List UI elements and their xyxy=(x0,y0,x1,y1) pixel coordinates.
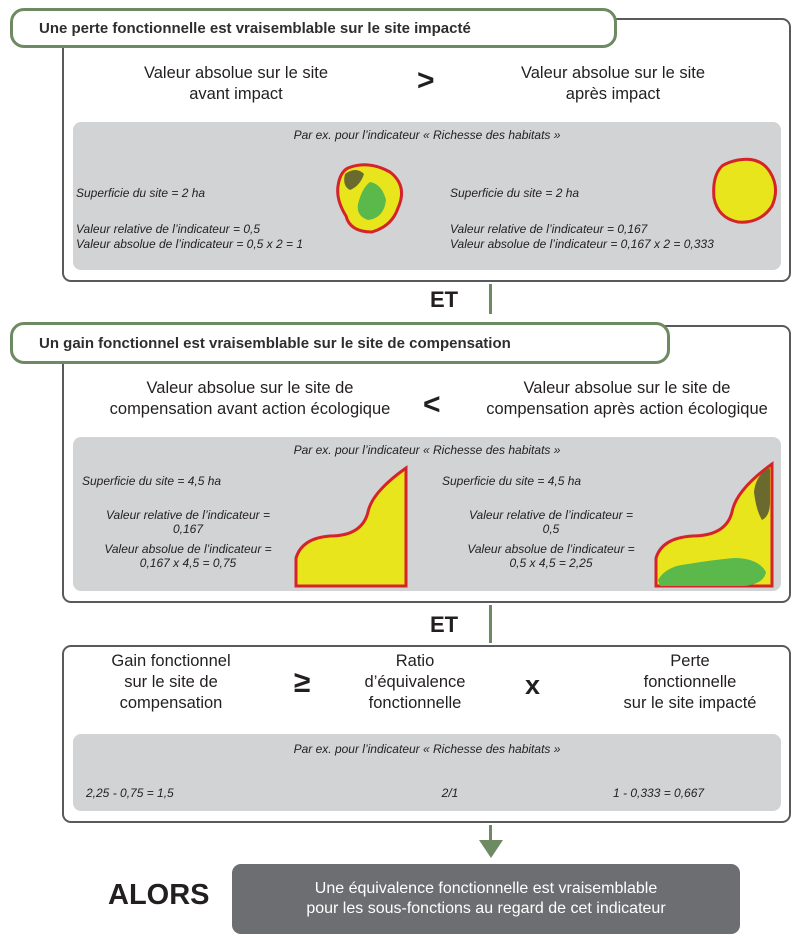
gain-example-caption: Par ex. pour l’indicateur « Richesse des… xyxy=(293,443,561,457)
gain-header-text: Un gain fonctionnel est vraisemblable su… xyxy=(39,334,511,352)
gain-after-relative: Valeur relative de l’indicateur = 0,5 xyxy=(469,508,633,536)
gain-before-relative: Valeur relative de l’indicateur = 0,167 xyxy=(106,508,270,536)
greater-than-operator: > xyxy=(417,64,435,97)
loss-after-area: Superficie du site = 2 ha xyxy=(450,186,580,200)
site-after-action-shape xyxy=(654,461,774,588)
loss-header-text: Une perte fonctionnelle est vraisemblabl… xyxy=(39,19,471,37)
site-after-impact-shape xyxy=(712,157,777,224)
gain-after-label: Valeur absolue sur le site de compensati… xyxy=(486,379,768,418)
connector-et-1: ET xyxy=(430,287,459,312)
multiply-operator: x xyxy=(525,670,541,700)
loss-before-relative: Valeur relative de l’indicateur = 0,5 xyxy=(76,222,260,236)
loss-calculation: 1 - 0,333 = 0,667 xyxy=(613,786,705,800)
gain-before-absolute: Valeur absolue de l’indicateur = 0,167 x… xyxy=(104,542,272,570)
loss-after-absolute: Valeur absolue de l’indicateur = 0,167 x… xyxy=(450,237,714,251)
loss-header: Une perte fonctionnelle est vraisemblabl… xyxy=(10,8,617,48)
ratio-term: Ratio d’équivalence fonctionnelle xyxy=(364,652,466,712)
down-arrow-icon xyxy=(479,840,503,858)
arrow-shaft xyxy=(489,825,492,841)
gain-calculation: 2,25 - 0,75 = 1,5 xyxy=(86,786,174,800)
gain-header: Un gain fonctionnel est vraisemblable su… xyxy=(10,322,670,364)
conclusion-line-1: Une équivalence fonctionnelle est vraise… xyxy=(314,880,658,897)
gain-term: Gain fonctionnel sur le site de compensa… xyxy=(111,652,231,712)
equivalence-example-caption: Par ex. pour l’indicateur « Richesse des… xyxy=(293,742,561,756)
gain-after-absolute: Valeur absolue de l’indicateur = 0,5 x 4… xyxy=(467,542,635,570)
site-before-impact-shape xyxy=(336,163,404,234)
loss-before-label: Valeur absolue sur le site avant impact xyxy=(143,64,329,103)
loss-after-label: Valeur absolue sur le site après impact xyxy=(520,64,706,103)
less-than-operator: < xyxy=(423,388,441,421)
loss-example-caption: Par ex. pour l’indicateur « Richesse des… xyxy=(293,128,561,142)
loss-before-absolute: Valeur absolue de l’indicateur = 0,5 x 2… xyxy=(76,237,304,251)
ratio-value: 2/1 xyxy=(441,786,459,800)
connector-line-1 xyxy=(489,284,492,314)
equivalence-example-box xyxy=(73,734,781,811)
gain-before-area: Superficie du site = 4,5 ha xyxy=(82,474,222,488)
gain-before-label: Valeur absolue sur le site de compensati… xyxy=(109,379,391,418)
loss-example-box xyxy=(73,122,781,270)
conclusion-box: Une équivalence fonctionnelle est vraise… xyxy=(232,864,740,934)
site-before-action-shape xyxy=(294,465,408,588)
loss-term: Perte fonctionnelle sur le site impacté xyxy=(623,652,757,712)
connector-et-2: ET xyxy=(430,612,459,637)
connector-line-2 xyxy=(489,605,492,643)
conclusion-label: ALORS xyxy=(108,879,210,911)
loss-before-area: Superficie du site = 2 ha xyxy=(76,186,206,200)
greater-or-equal-operator: ≥ xyxy=(294,666,311,699)
conclusion-line-2: pour les sous-fonctions au regard de cet… xyxy=(306,900,666,917)
loss-after-relative: Valeur relative de l’indicateur = 0,167 xyxy=(450,222,648,236)
gain-after-area: Superficie du site = 4,5 ha xyxy=(442,474,582,488)
